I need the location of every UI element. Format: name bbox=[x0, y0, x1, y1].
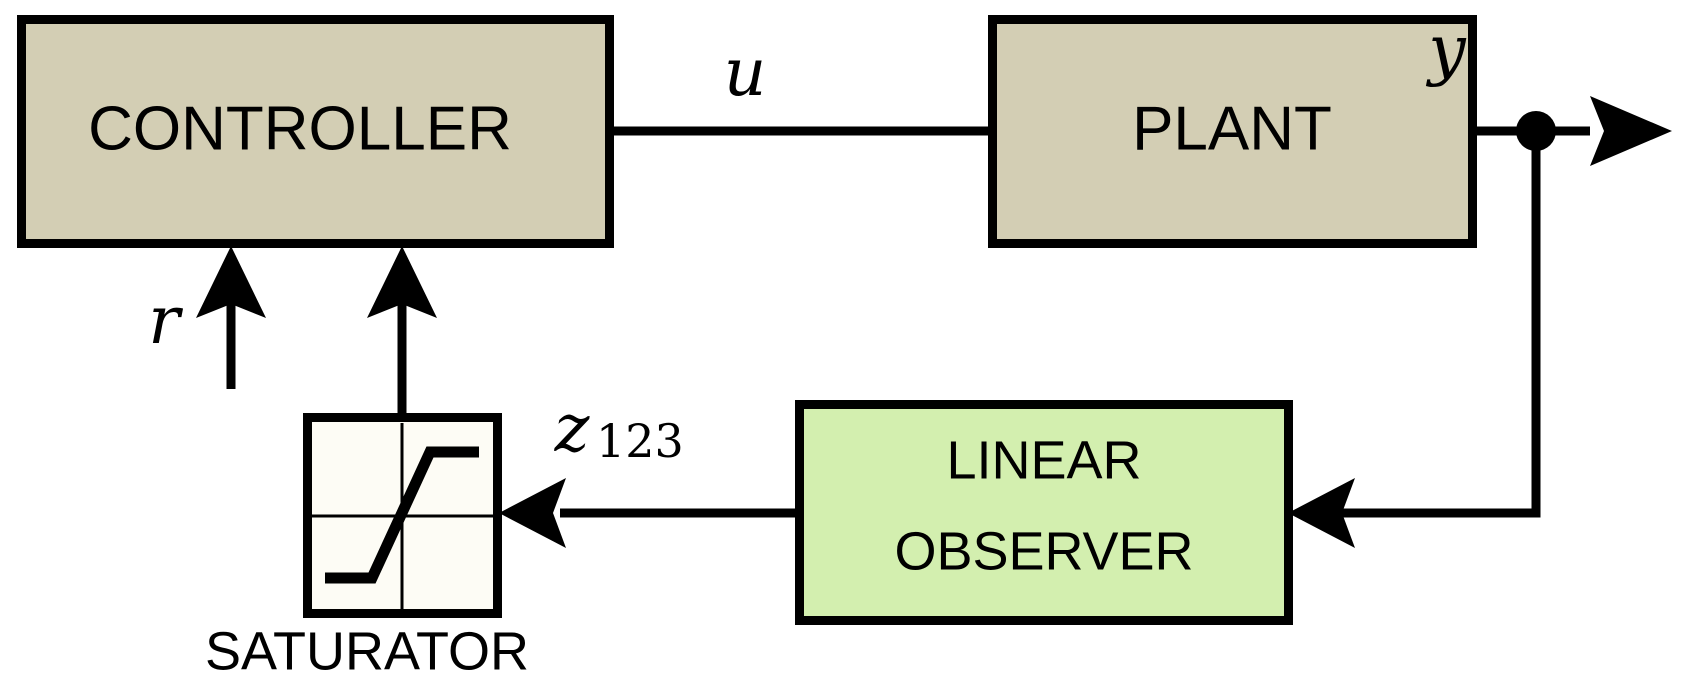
linear-observer-label-line2: OBSERVER bbox=[894, 521, 1193, 581]
signal-wire-y bbox=[1473, 96, 1672, 166]
linear-observer-label-line1: LINEAR bbox=[946, 430, 1141, 490]
saturation-curve-icon bbox=[325, 446, 479, 584]
signal-label-z: z bbox=[554, 390, 591, 467]
signal-label-y: y bbox=[1425, 11, 1466, 88]
block-saturator[interactable] bbox=[303, 413, 502, 618]
plant-label: PLANT bbox=[1132, 94, 1332, 163]
block-controller[interactable]: CONTROLLER bbox=[17, 15, 614, 248]
observer-input-arrowhead-icon bbox=[1288, 478, 1355, 548]
controller-box[interactable] bbox=[17, 15, 614, 248]
signal-label-z123: z 123 bbox=[554, 390, 684, 468]
block-linear-observer[interactable]: LINEAR OBSERVER bbox=[795, 400, 1293, 625]
linear-observer-box[interactable] bbox=[795, 400, 1293, 625]
signal-label-z-subscript: 123 bbox=[596, 414, 684, 468]
controller-input2-arrowhead-icon bbox=[367, 246, 437, 318]
signal-wire-saturator-to-controller bbox=[367, 246, 437, 413]
controller-label: CONTROLLER bbox=[88, 94, 512, 163]
controller-input1-arrowhead-icon bbox=[196, 246, 266, 318]
signal-label-u: u bbox=[724, 34, 767, 111]
signal-wire-z123 bbox=[499, 478, 795, 548]
saturator-input-arrowhead-icon bbox=[499, 478, 566, 548]
plant-box[interactable] bbox=[988, 15, 1477, 248]
signal-wire-r bbox=[196, 246, 266, 389]
output-arrowhead-icon bbox=[1590, 96, 1672, 166]
block-plant[interactable]: PLANT bbox=[988, 15, 1477, 248]
signal-wire-feedback bbox=[1288, 131, 1541, 548]
wire-feedback-path bbox=[1340, 131, 1541, 518]
signal-label-r: r bbox=[148, 282, 183, 359]
saturator-label: SATURATOR bbox=[205, 621, 529, 681]
